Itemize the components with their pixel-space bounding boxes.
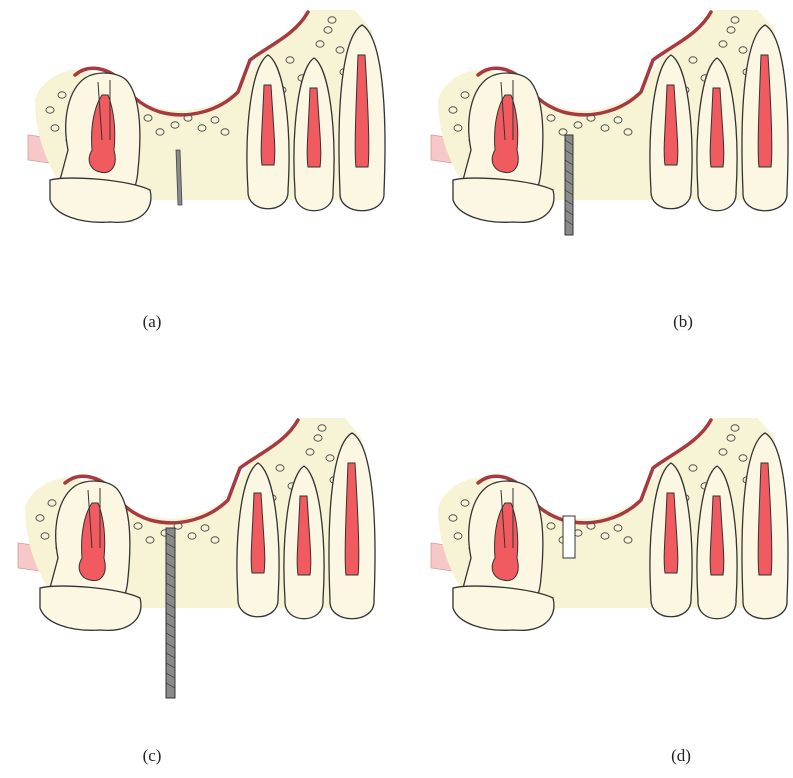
caption-b: (b) bbox=[653, 312, 713, 332]
panel-a: (a) bbox=[10, 0, 390, 370]
dental-illustration-c bbox=[0, 408, 380, 668]
molar-crown bbox=[40, 586, 141, 630]
molar-crown bbox=[453, 586, 554, 630]
molar-crown bbox=[453, 178, 554, 222]
drill-instrument bbox=[565, 135, 573, 235]
molar-crown bbox=[50, 178, 151, 222]
dental-illustration-a bbox=[10, 0, 390, 260]
caption-d: (d) bbox=[651, 746, 711, 766]
caption-c: (c) bbox=[122, 746, 182, 766]
panel-c: (c) bbox=[0, 408, 380, 778]
caption-a: (a) bbox=[122, 312, 182, 332]
panel-d: (d) bbox=[413, 408, 793, 778]
dental-illustration-d bbox=[413, 408, 793, 668]
dental-illustration-b bbox=[413, 0, 793, 260]
panel-b: (b) bbox=[413, 0, 793, 370]
osteotomy-site bbox=[563, 516, 575, 558]
